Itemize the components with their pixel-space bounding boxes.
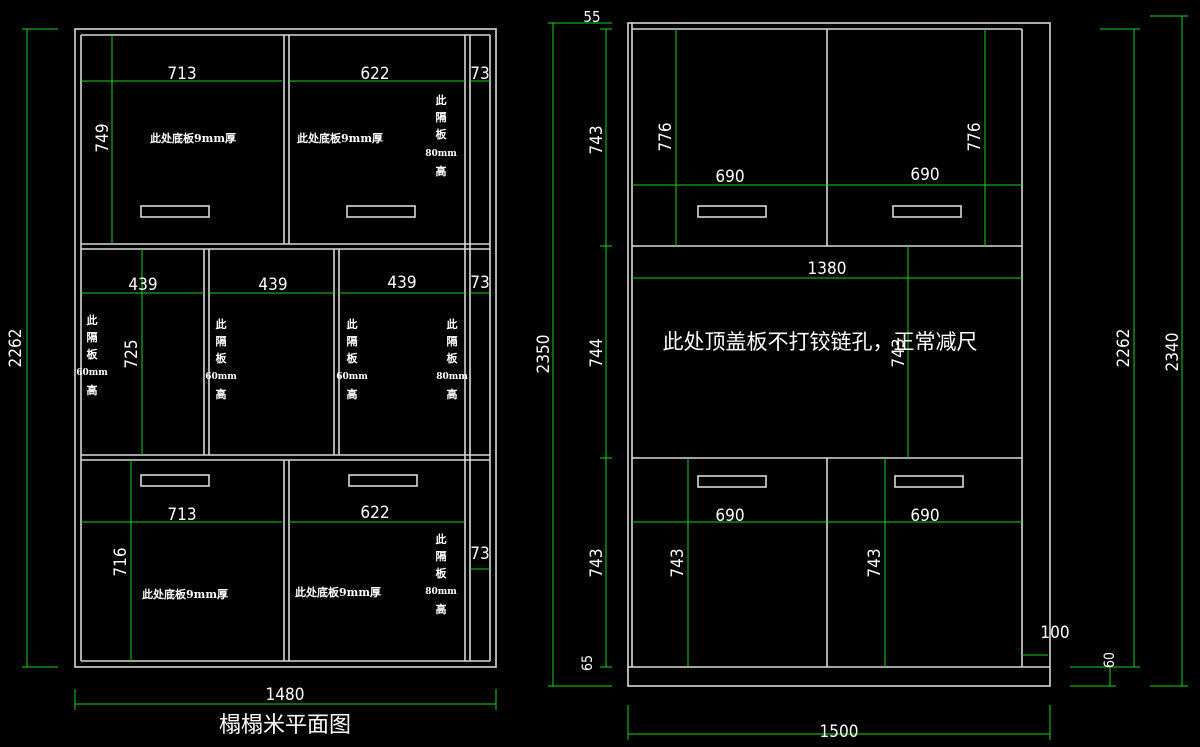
svg-text:高: 高 [347, 387, 358, 401]
mid-width-2: 439 [258, 275, 287, 295]
mid-width-1: 439 [128, 275, 157, 295]
note-div-mid-3: 此 隔 板 60mm 高 [336, 317, 368, 401]
svg-text:高: 高 [447, 387, 458, 401]
svg-text:高: 高 [216, 387, 227, 401]
svg-text:60mm: 60mm [205, 372, 237, 382]
small-100-label: 100 [1040, 623, 1069, 643]
svg-text:隔: 隔 [447, 334, 458, 348]
bot-door-height-right: 743 [865, 548, 885, 577]
top-door-height-right: 776 [965, 122, 985, 151]
left-height-3: 743 [587, 548, 607, 577]
right-width-label: 1500 [820, 722, 859, 742]
handle-bottom-right [348, 474, 418, 487]
svg-text:隔: 隔 [436, 110, 447, 124]
top-width-2: 622 [360, 64, 389, 84]
left-dimensions [22, 28, 497, 710]
mid-width: 1380 [808, 259, 847, 279]
handle-bottom-left [140, 474, 210, 487]
right-note: 此处顶盖板不打铰链孔，正常减尺 [663, 330, 978, 354]
mid-height-label: 743 [889, 338, 909, 367]
bottom-gap-label: 65 [580, 655, 596, 671]
svg-text:80mm: 80mm [425, 587, 457, 597]
svg-text:板: 板 [447, 351, 459, 365]
left-texts: 2262 1480 榻榻米平面图 713 622 73 749 439 439 … [6, 64, 490, 738]
bot-width-2: 622 [360, 503, 389, 523]
handle-right-top-right [892, 205, 962, 218]
note-div-mid-1: 此 隔 板 60mm 高 [76, 313, 108, 397]
svg-text:此: 此 [87, 313, 98, 327]
bot-door-height-left: 743 [668, 548, 688, 577]
svg-text:板: 板 [216, 351, 228, 365]
bot-height: 716 [111, 547, 131, 576]
svg-text:板: 板 [436, 566, 448, 580]
handle-right-bot-right [894, 475, 964, 488]
note-div-mid-4: 此 隔 板 80mm 高 [436, 317, 468, 401]
svg-text:板: 板 [347, 351, 359, 365]
bot-width-left: 690 [715, 506, 744, 526]
left-title: 榻榻米平面图 [219, 713, 351, 738]
mid-width-3: 439 [387, 273, 416, 293]
left-height-label: 2262 [6, 329, 26, 368]
body-height-label: 2262 [1114, 329, 1134, 368]
svg-text:隔: 隔 [216, 334, 227, 348]
left-plan-outline [74, 28, 497, 668]
note-div-top-right: 此 隔 板 80mm 高 [425, 93, 457, 178]
svg-text:60mm: 60mm [76, 368, 108, 378]
svg-text:此: 此 [216, 317, 227, 331]
svg-text:80mm: 80mm [425, 149, 457, 159]
svg-text:此: 此 [436, 532, 447, 546]
note-div-bot-right: 此 隔 板 80mm 高 [425, 532, 457, 616]
svg-text:隔: 隔 [347, 334, 358, 348]
handle-right-bot-left [697, 475, 767, 488]
top-width-3: 73 [470, 64, 489, 84]
right-dimensions [548, 15, 1188, 740]
top-width-1: 713 [167, 64, 196, 84]
svg-text:此: 此 [447, 317, 458, 331]
note-floor-bot-left: 此处底板9mm厚 [142, 587, 228, 601]
svg-text:80mm: 80mm [436, 372, 468, 382]
note-floor-bot-right: 此处底板9mm厚 [295, 585, 381, 599]
left-width-label: 1480 [266, 685, 305, 705]
outer-height-label: 2350 [534, 335, 554, 374]
svg-text:此: 此 [436, 93, 447, 107]
svg-text:60mm: 60mm [336, 372, 368, 382]
svg-text:高: 高 [87, 383, 98, 397]
bot-width-1: 713 [167, 505, 196, 525]
handle-top-right [346, 205, 416, 218]
svg-text:高: 高 [436, 602, 447, 616]
svg-text:板: 板 [436, 127, 448, 141]
top-width-left: 690 [715, 167, 744, 187]
handle-right-top-left [697, 205, 767, 218]
top-gap-label: 55 [583, 8, 600, 26]
small-60-label: 60 [1102, 652, 1118, 668]
left-height-1: 743 [587, 125, 607, 154]
bot-width-right: 690 [910, 506, 939, 526]
mid-height: 725 [122, 339, 142, 368]
handle-top-left [140, 205, 210, 218]
top-door-height-left: 776 [656, 122, 676, 151]
bot-width-3: 73 [470, 544, 489, 564]
svg-text:隔: 隔 [87, 330, 98, 344]
note-floor-top-right: 此处底板9mm厚 [297, 131, 383, 145]
total-height-label: 2340 [1163, 333, 1183, 372]
svg-text:高: 高 [436, 164, 447, 178]
mid-width-4: 73 [470, 273, 489, 293]
svg-text:板: 板 [87, 347, 99, 361]
right-elevation-outline [627, 22, 1051, 687]
top-height: 749 [93, 123, 113, 152]
note-div-mid-2: 此 隔 板 60mm 高 [205, 317, 237, 401]
right-texts: 55 2350 743 744 743 65 776 776 690 690 1… [534, 8, 1183, 742]
note-floor-top-left: 此处底板9mm厚 [150, 131, 236, 145]
left-height-2: 744 [587, 338, 607, 367]
top-width-right: 690 [910, 165, 939, 185]
svg-text:此: 此 [347, 317, 358, 331]
svg-text:隔: 隔 [436, 549, 447, 563]
